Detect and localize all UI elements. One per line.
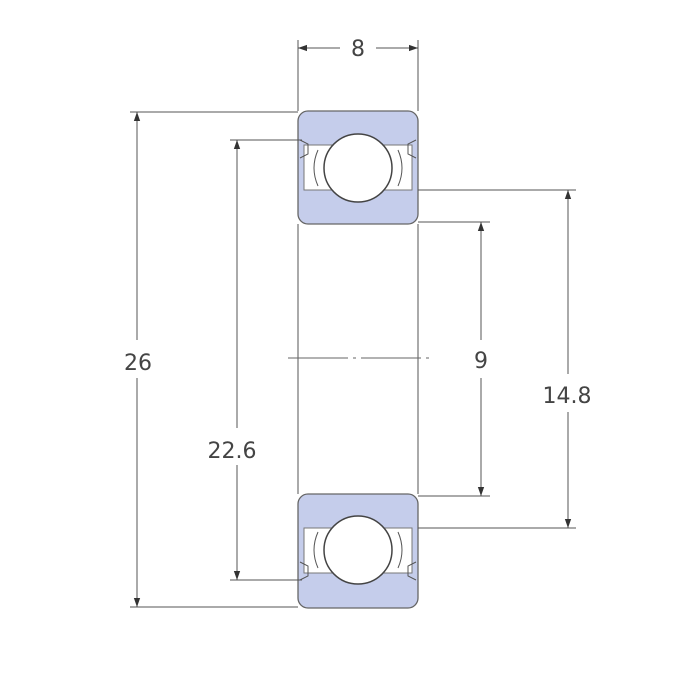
bearing-section xyxy=(288,110,430,609)
dimension-label-outer-diameter: 26 xyxy=(124,351,152,376)
dimension-inner-shoulder: 14.8 xyxy=(418,189,592,529)
dimension-label-bore: 9 xyxy=(474,349,488,374)
dimension-width: 8 xyxy=(297,37,419,111)
top-ring-section xyxy=(297,110,419,225)
bottom-ring-section xyxy=(297,493,419,609)
cage xyxy=(313,149,403,187)
dimension-outer-shoulder: 22.6 xyxy=(208,139,302,581)
dimension-label-outer-shoulder: 22.6 xyxy=(208,439,257,464)
dimension-outer-diameter: 26 xyxy=(124,111,298,608)
dimension-label-width: 8 xyxy=(351,37,365,62)
shield xyxy=(299,561,417,581)
dimension-bore: 9 xyxy=(418,221,490,497)
cage xyxy=(313,531,403,569)
ball xyxy=(323,515,393,585)
ball xyxy=(323,133,393,203)
shield xyxy=(299,139,417,159)
dimension-label-inner-shoulder: 14.8 xyxy=(543,384,592,409)
